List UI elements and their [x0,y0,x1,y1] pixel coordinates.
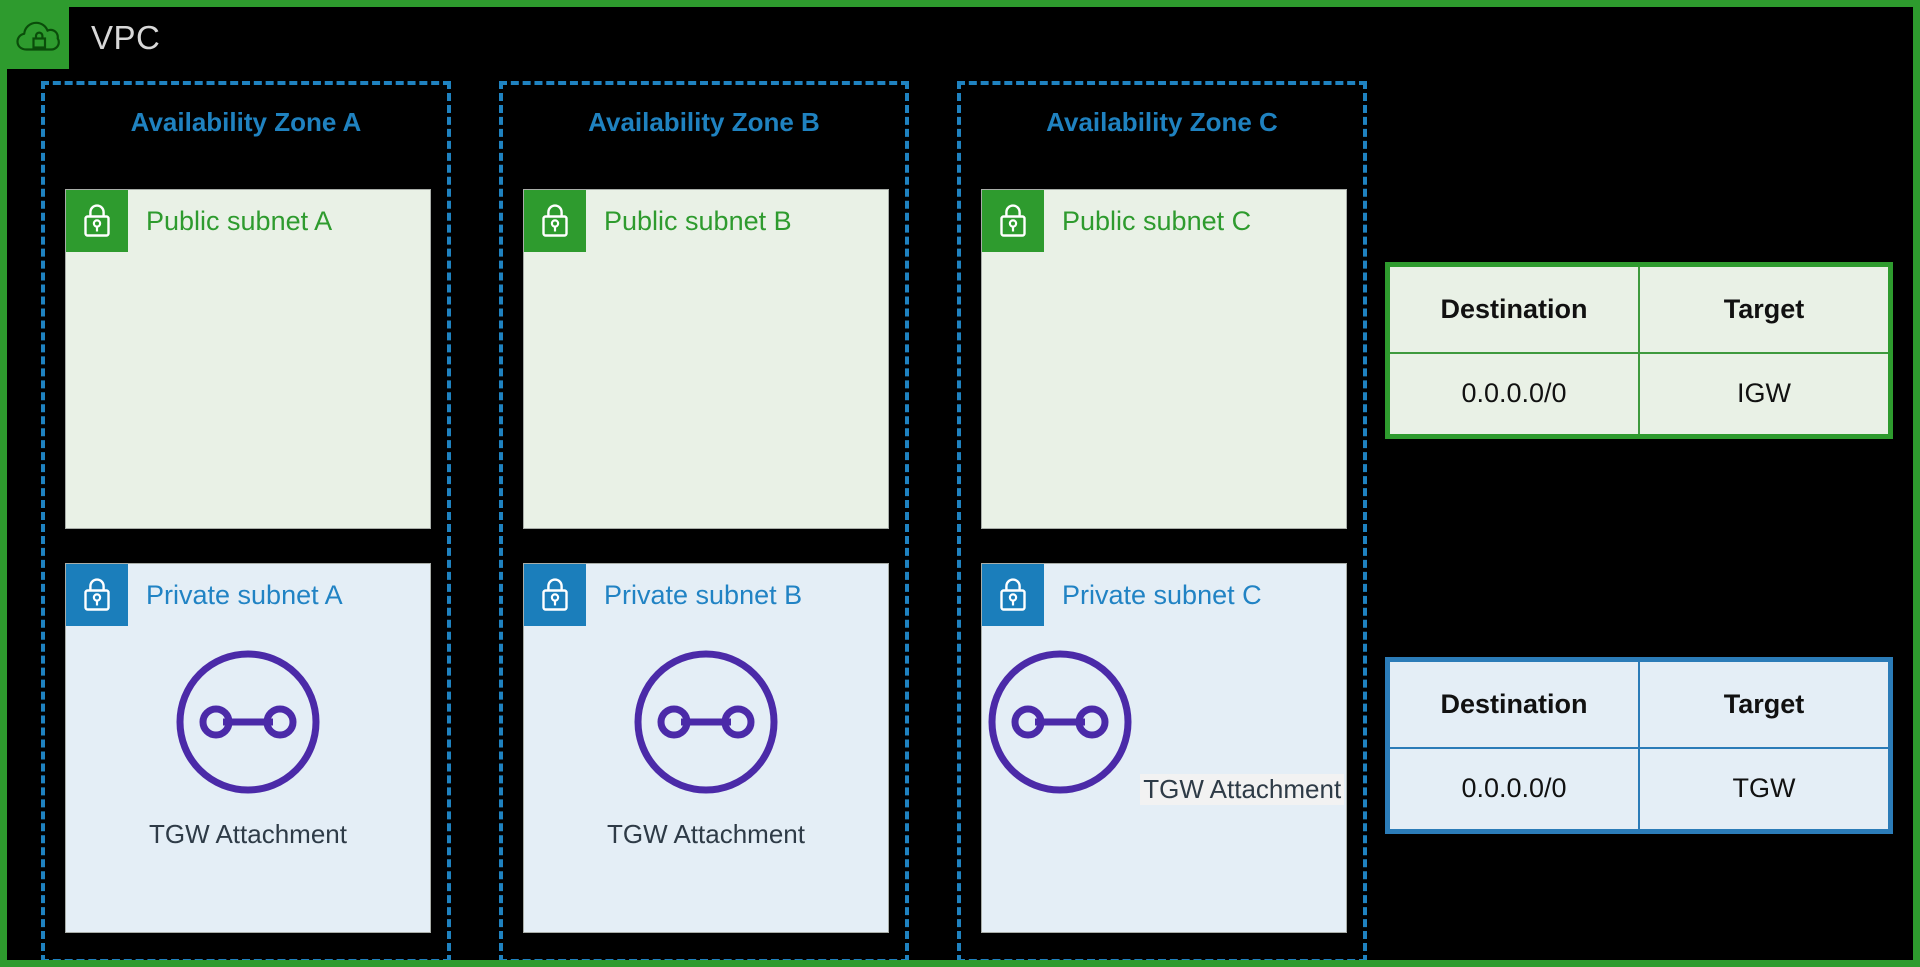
availability-zone-b: Availability Zone B Public subnet B [499,81,909,960]
column-header-destination: Destination [1386,263,1640,354]
public-subnet-a-label: Public subnet A [146,206,333,236]
public-subnet-c-header: Public subnet C [982,190,1346,252]
lock-icon [542,204,568,237]
tgw-attachment-c[interactable]: TGW Attachment [982,646,1346,805]
public-subnet-b[interactable]: Public subnet B [523,189,889,529]
private-subnet-a-label: Private subnet A [146,580,343,610]
public-subnet-c-icon-box [982,190,1044,252]
route-target-cell: TGW [1638,746,1892,833]
table-header-row: Destination Target [1386,658,1892,749]
private-subnet-b-icon-box [524,564,586,626]
public-subnet-a-header: Public subnet A [66,190,430,252]
tgw-attachment-c-label: TGW Attachment [1140,774,1345,805]
route-target-cell: IGW [1638,351,1892,438]
vpc-cloud-lock-icon [16,21,60,51]
private-subnet-b[interactable]: Private subnet B TGW Attachment [523,563,889,933]
vpc-title: VPC [91,19,161,56]
private-subnet-a-header: Private subnet A [66,564,430,626]
tgw-attachment-a[interactable]: TGW Attachment [66,646,430,850]
private-subnet-c[interactable]: Private subnet C TGW Attachment [981,563,1347,933]
public-route-table: Destination Target 0.0.0.0/0 IGW [1385,262,1893,439]
tgw-attachment-b-label: TGW Attachment [607,819,805,849]
private-subnet-b-header: Private subnet B [524,564,888,626]
private-route-table: Destination Target 0.0.0.0/0 TGW [1385,657,1893,834]
availability-zone-c-label: Availability Zone C [1046,107,1278,137]
lock-icon [1000,578,1026,611]
private-subnet-c-label: Private subnet C [1062,580,1262,610]
availability-zone-a: Availability Zone A Public subnet A [41,81,451,960]
table-row: 0.0.0.0/0 TGW [1386,746,1892,833]
availability-zone-b-label: Availability Zone B [588,107,820,137]
private-subnet-c-header: Private subnet C [982,564,1346,626]
transit-gateway-attachment-icon [634,650,778,794]
vpc-icon-box [7,7,69,69]
private-subnet-c-icon-box [982,564,1044,626]
lock-icon [84,578,110,611]
public-subnet-c-label: Public subnet C [1062,206,1252,236]
route-destination-cell: 0.0.0.0/0 [1386,351,1640,438]
availability-zone-a-label: Availability Zone A [130,107,362,137]
route-destination-cell: 0.0.0.0/0 [1386,746,1640,833]
public-subnet-c[interactable]: Public subnet C [981,189,1347,529]
lock-icon [542,578,568,611]
table-header-row: Destination Target [1386,263,1892,354]
table-row: 0.0.0.0/0 IGW [1386,351,1892,438]
column-header-target: Target [1638,658,1892,749]
column-header-destination: Destination [1386,658,1640,749]
transit-gateway-attachment-icon [988,650,1132,794]
private-subnet-a[interactable]: Private subnet A TGW Attachment [65,563,431,933]
tgw-attachment-b[interactable]: TGW Attachment [524,646,888,850]
column-header-target: Target [1638,263,1892,354]
availability-zone-c: Availability Zone C Public subnet C [957,81,1367,960]
lock-icon [1000,204,1026,237]
public-subnet-a-icon-box [66,190,128,252]
private-subnet-b-label: Private subnet B [604,580,803,610]
tgw-attachment-a-label: TGW Attachment [149,819,347,849]
transit-gateway-attachment-icon [176,650,320,794]
private-subnet-a-icon-box [66,564,128,626]
lock-icon [84,204,110,237]
public-subnet-b-icon-box [524,190,586,252]
vpc-header: VPC [7,7,160,69]
public-subnet-b-header: Public subnet B [524,190,888,252]
public-subnet-a[interactable]: Public subnet A [65,189,431,529]
public-subnet-b-label: Public subnet B [604,206,792,236]
